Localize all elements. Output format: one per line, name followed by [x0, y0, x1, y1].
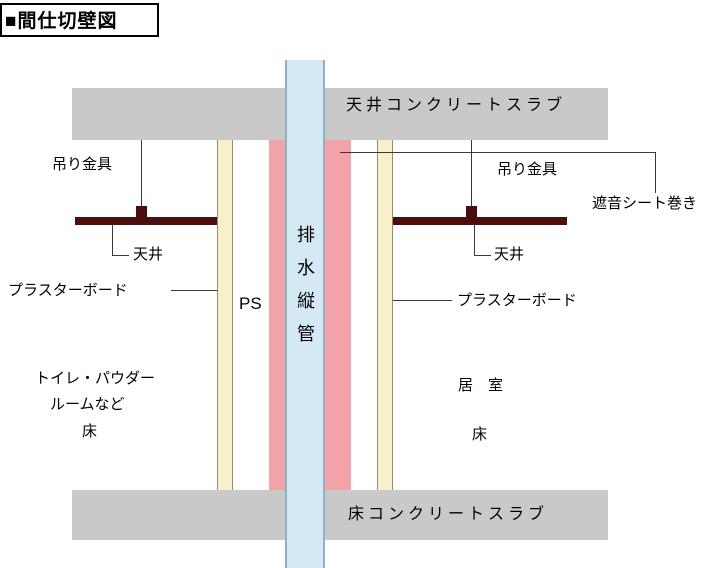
floor-slab-label: 床コンクリートスラブ	[348, 506, 549, 523]
ps-label: PS	[239, 294, 262, 313]
leader-line-ceiling-left-horizontal	[112, 255, 129, 256]
drain-pipe: 排水縦管	[285, 60, 325, 568]
leader-line-ceiling-left-vertical	[112, 225, 113, 256]
leader-line-sound-sheet-horizontal	[340, 152, 655, 153]
page-title: ■間仕切壁図	[0, 3, 160, 37]
leader-line-sound-sheet-vertical	[655, 152, 656, 193]
leader-line-plasterboard-left	[171, 290, 217, 291]
ceiling-label-right: 天井	[494, 246, 525, 263]
plasterboard-label-right: プラスターボード	[457, 292, 577, 309]
hanger-label-left: 吊り金具	[52, 156, 113, 173]
room-left-floor-label: 床	[82, 423, 98, 440]
plasterboard-left	[217, 140, 233, 490]
ceiling-panel-right	[393, 217, 567, 225]
leader-line-ceiling-right-horizontal	[474, 255, 491, 256]
hanger-bracket-left	[136, 206, 147, 217]
hanger-rod-left	[141, 140, 142, 206]
leader-line-plasterboard-right	[393, 300, 452, 301]
hanger-rod-right	[471, 140, 472, 206]
room-right-label: 居 室	[458, 377, 504, 394]
room-left-label-line2: ルームなど	[50, 396, 125, 413]
ceiling-panel-left	[75, 217, 217, 225]
drain-pipe-label: 排水縦管	[295, 225, 315, 357]
hanger-label-right: 吊り金具	[497, 161, 558, 178]
sound-sheet-label: 遮音シート巻き	[592, 195, 698, 212]
hanger-bracket-right	[466, 206, 477, 217]
room-left-label-line1: トイレ・パウダー	[35, 370, 156, 387]
ceiling-label-left: 天井	[133, 246, 164, 263]
leader-line-ceiling-right-vertical	[474, 225, 475, 256]
ceiling-concrete-slab	[72, 88, 608, 140]
plasterboard-right	[377, 140, 393, 490]
floor-concrete-slab	[72, 490, 608, 540]
plasterboard-label-left: プラスターボード	[8, 282, 128, 299]
page-title-text: ■間仕切壁図	[5, 11, 118, 32]
ceiling-slab-label: 天井コンクリートスラブ	[346, 97, 567, 114]
room-right-floor-label: 床	[472, 426, 488, 443]
